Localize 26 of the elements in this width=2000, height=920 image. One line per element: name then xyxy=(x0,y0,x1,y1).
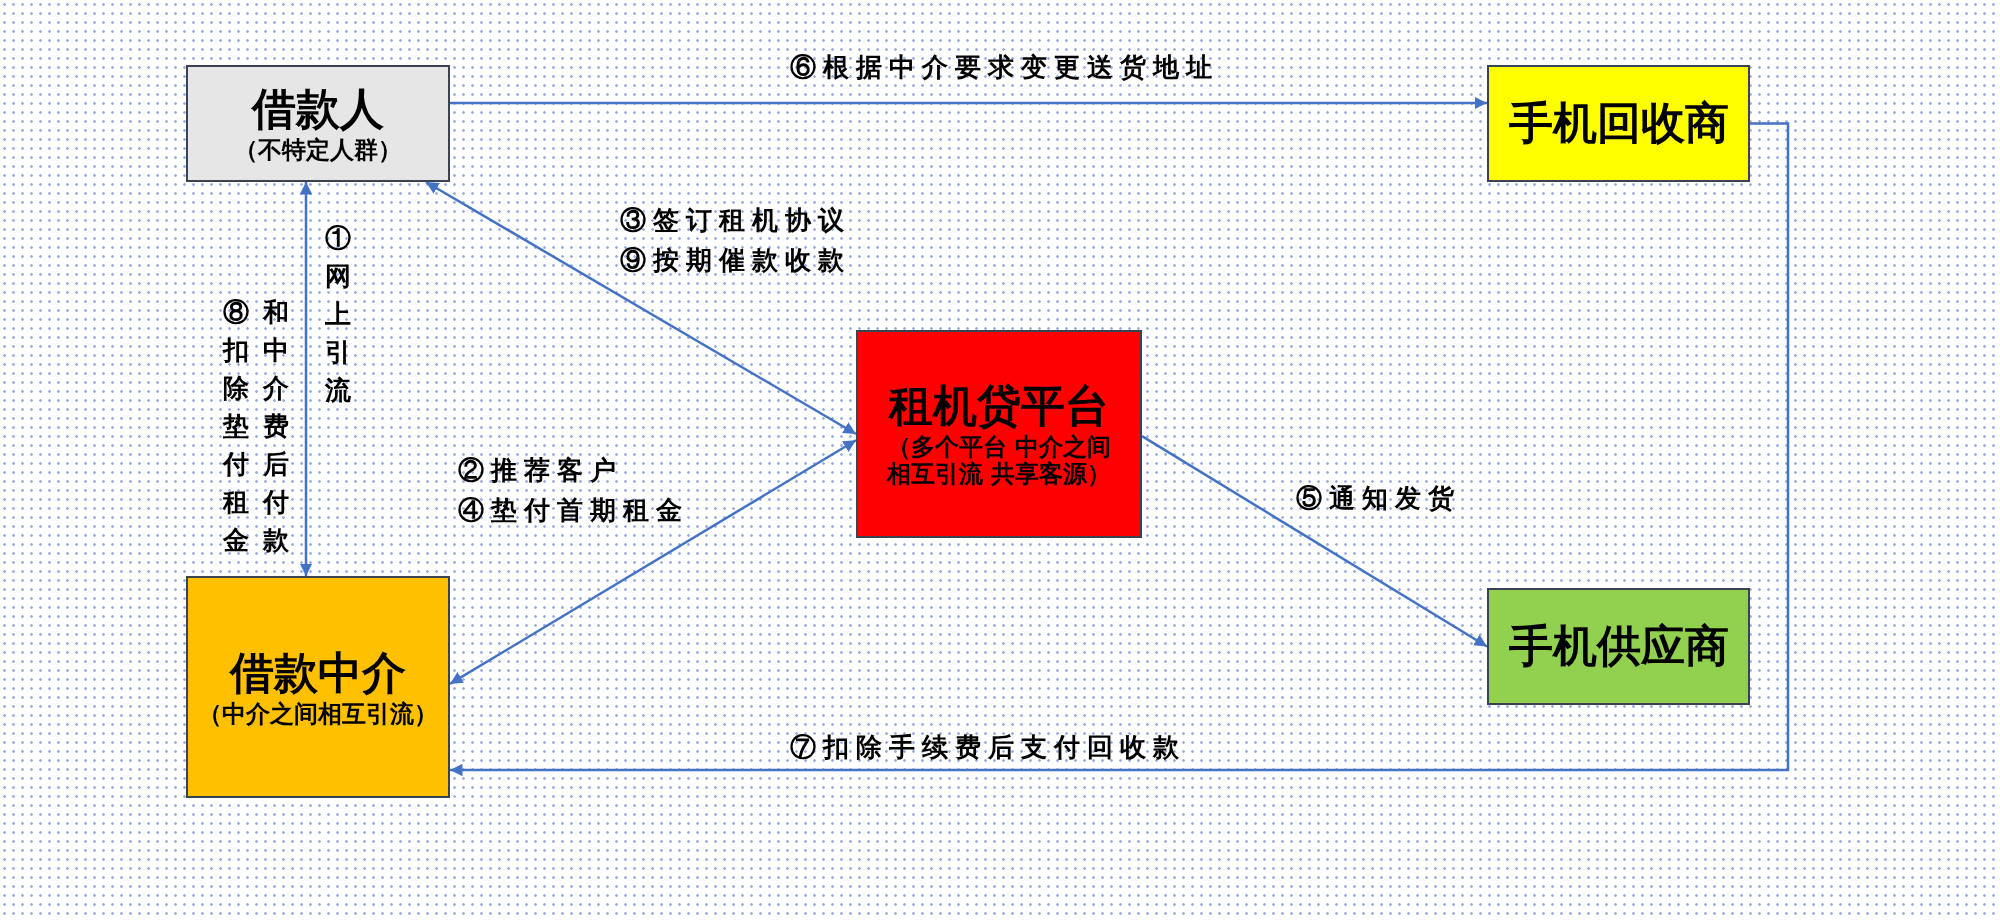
box-subtitle: （不特定人群） xyxy=(234,136,402,164)
arrow xyxy=(450,96,1487,110)
edge-label: ⑦扣除手续费后支付回收款 xyxy=(790,731,1186,764)
entity-box xyxy=(186,65,450,182)
edge-label: ③签订租机协议 ⑨按期催款收款 xyxy=(620,204,852,277)
box-title: 借款人 xyxy=(252,83,384,137)
edge-label: ⑥根据中介要求变更送货地址 xyxy=(790,51,1219,84)
edge-label: ⑤通知发货 xyxy=(1296,482,1461,515)
step-label: ⑧扣除垫付租金和中介费后付款 xyxy=(221,296,290,557)
box-subtitle: （多个平台 中介之间相互引流 共享客源） xyxy=(885,432,1113,488)
box-title: 借款中介 xyxy=(230,646,406,700)
double-arrow xyxy=(449,439,857,685)
entity-box xyxy=(1487,588,1750,705)
box-title: 手机供应商 xyxy=(1508,620,1729,673)
arrow xyxy=(1141,435,1488,648)
box-subtitle: （中介之间相互引流） xyxy=(198,699,438,728)
entity-box xyxy=(856,330,1142,538)
edge-label: ①网上引流 xyxy=(324,222,352,407)
entity-box xyxy=(186,576,450,798)
edge-label: ②推荐客户 ④垫付首期租金 xyxy=(458,454,690,527)
double-arrow xyxy=(425,180,857,436)
box-title: 租机贷平台 xyxy=(889,380,1109,433)
box-title: 手机回收商 xyxy=(1508,97,1729,150)
double-arrow xyxy=(299,182,313,576)
arrow xyxy=(450,122,1790,777)
entity-box xyxy=(1487,65,1750,182)
